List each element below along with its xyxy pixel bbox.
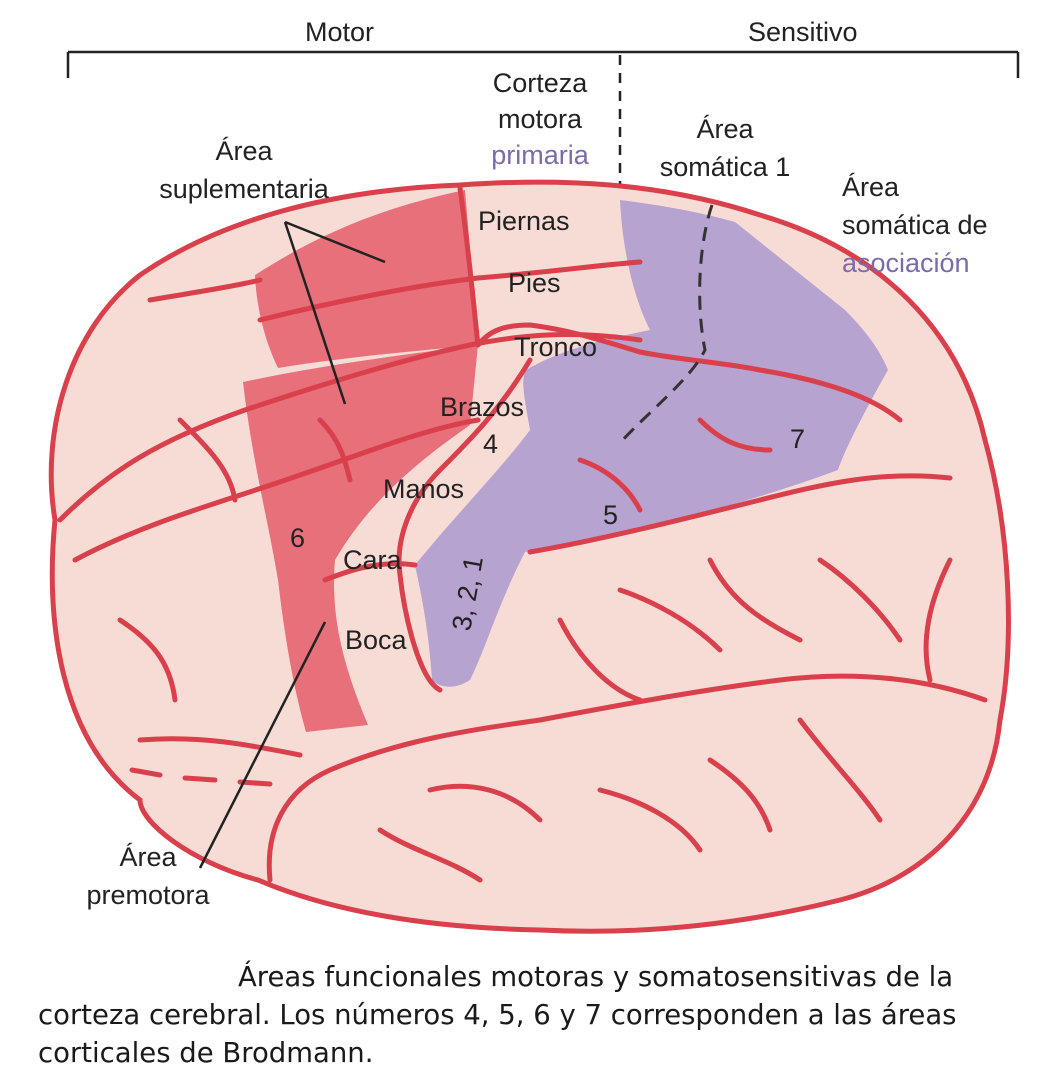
manos-label: Manos [383,474,464,504]
boca-label: Boca [345,625,408,655]
brazos-label: Brazos [440,392,524,422]
somatic-area-1 [415,200,888,687]
central-sulcus-dashed [616,204,714,447]
primaria-label: primaria [491,140,590,170]
header-bracket [66,50,1020,78]
corteza-label: Corteza [493,68,589,98]
supplementary-motor-area [255,190,478,368]
cara-label: Cara [343,545,403,575]
area-asociacion-label-1: Área [842,172,900,202]
brodmann-4: 4 [483,429,498,459]
brodmann-7: 7 [790,424,805,454]
tronco-label: Tronco [514,332,597,362]
somatic-association-light [838,370,958,480]
cortex-vessels [57,185,988,883]
caption-line-3: corticales de Brodmann. [38,1037,374,1069]
area-somatica-1-label-2: somática 1 [660,152,791,182]
sensitivo-header: Sensitivo [748,17,858,47]
brodmann-6: 6 [290,523,305,553]
caption-line-1: Áreas funcionales motoras y somatosensit… [238,961,954,993]
motor-header: Motor [305,17,374,47]
caption-line-2: corteza cerebral. Los números 4, 5, 6 y … [38,999,957,1031]
figure-caption: Áreas funcionales motoras y somatosensit… [38,958,1028,1072]
area-asociacion-label-2: somática de [842,210,988,240]
piernas-label: Piernas [478,206,570,236]
premotor-area [243,345,478,732]
area-premotora-label-1: Área [119,842,177,872]
area-asociacion-label-3: asociación [842,248,970,278]
brodmann-5: 5 [603,500,618,530]
area-suplementaria-label-1: Área [215,136,273,166]
area-somatica-1-label-1: Área [696,114,754,144]
pointer-lines [198,220,386,869]
area-suplementaria-label-2: suplementaria [159,174,330,204]
pies-label: Pies [508,268,561,298]
motora-label: motora [498,104,583,134]
area-premotora-label-2: premotora [86,880,210,910]
